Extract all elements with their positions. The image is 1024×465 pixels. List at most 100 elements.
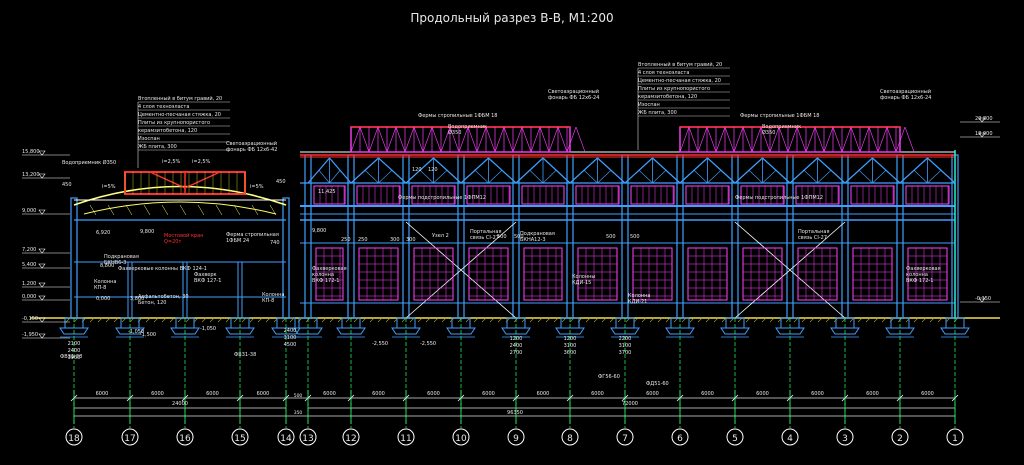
ground-hatch bbox=[625, 317, 631, 323]
ground-hatch bbox=[537, 317, 543, 323]
lantern-diag bbox=[458, 126, 469, 153]
truss-web bbox=[474, 169, 489, 184]
label-col_right_arch: Колонна bbox=[262, 292, 284, 298]
footing-dim: 3100 bbox=[284, 335, 297, 341]
label-portal_1: связь СI-27 bbox=[470, 235, 499, 241]
ground-hatch bbox=[289, 317, 295, 323]
lantern-brace bbox=[149, 171, 186, 189]
ground-hatch bbox=[761, 317, 767, 323]
ground-hatch bbox=[713, 317, 719, 323]
span-dim: 6000 bbox=[646, 391, 659, 397]
label-drain_right: Ø350 bbox=[762, 129, 775, 136]
ground-hatch bbox=[569, 317, 575, 323]
label-crane_beam_mid: БКНА12-3 bbox=[520, 237, 546, 243]
lantern-diag bbox=[575, 126, 586, 153]
truss-web bbox=[803, 169, 818, 184]
truss-web bbox=[318, 169, 330, 184]
axis-bubble bbox=[561, 428, 579, 446]
ground-hatch bbox=[945, 317, 951, 323]
dim-96350: 96350 bbox=[507, 410, 523, 416]
truss-chord bbox=[488, 157, 517, 184]
footing-dim: 2700 bbox=[510, 350, 523, 356]
axis-bubble bbox=[616, 428, 634, 446]
ground-hatch bbox=[217, 317, 223, 323]
lantern-diag bbox=[814, 126, 825, 153]
arch-truss-bottom bbox=[83, 201, 277, 215]
label-crane_beam_mid: Подкрановая bbox=[520, 231, 555, 237]
ground-hatch bbox=[793, 317, 799, 323]
axis-label: 16 bbox=[179, 434, 191, 444]
footing-dim: 1200 bbox=[564, 336, 577, 342]
label-lantern_left: фонарь ФБ 12х6-42 bbox=[226, 147, 277, 153]
axis-label: 8 bbox=[567, 434, 573, 444]
lantern-diag bbox=[539, 126, 550, 153]
lantern-diag bbox=[715, 126, 726, 153]
truss-chord bbox=[762, 157, 791, 184]
ground-hatch bbox=[337, 317, 343, 323]
roof-layer-left: Изоспан bbox=[138, 136, 160, 142]
label-beam: БКНВ6-3 bbox=[104, 260, 126, 266]
axis-label: 5 bbox=[732, 434, 738, 444]
arch-web bbox=[161, 204, 169, 216]
arch-web bbox=[197, 204, 205, 216]
ground-hatch bbox=[689, 317, 695, 323]
truss-chord bbox=[652, 157, 681, 184]
span-dim: 6000 bbox=[323, 391, 336, 397]
ground-hatch bbox=[385, 317, 391, 323]
label-crane: Q=20т bbox=[164, 239, 181, 245]
ground-hatch bbox=[369, 317, 375, 323]
roof-layer-right: Изоспан bbox=[638, 102, 660, 108]
elev-marker bbox=[38, 282, 46, 288]
inner-mark: -1,050 bbox=[200, 326, 216, 332]
main-column bbox=[731, 154, 739, 319]
axis-bubble bbox=[507, 428, 525, 446]
lantern-diag bbox=[530, 126, 541, 153]
lantern-diag bbox=[422, 126, 433, 153]
roof-layer-right: 4 слоя техноэласта bbox=[638, 70, 689, 76]
label-truss_right: Фермы стропильные 1ФБМ 18 bbox=[740, 113, 819, 119]
ground-hatch bbox=[865, 317, 871, 323]
elev-marker bbox=[978, 297, 986, 303]
elev-marker bbox=[978, 132, 986, 138]
arch-web bbox=[143, 204, 151, 216]
lantern-diag bbox=[350, 126, 361, 153]
truss-chord bbox=[460, 157, 489, 184]
elev-marker bbox=[38, 317, 46, 323]
label-facade_small: Фахверк bbox=[194, 272, 217, 278]
main-column bbox=[457, 154, 465, 319]
truss-web bbox=[748, 169, 763, 184]
small-dim: 120 bbox=[428, 167, 438, 173]
elevation-left: -0,150 bbox=[22, 316, 38, 322]
lantern-diag bbox=[904, 126, 915, 153]
label-truss_left: Фермы стропильные 1ФБМ 18 bbox=[418, 113, 497, 119]
elevation-left: 1,200 bbox=[22, 281, 36, 287]
ground-hatch bbox=[409, 317, 415, 323]
ground-hatch bbox=[657, 317, 663, 323]
elevation-left: 5,400 bbox=[22, 262, 36, 268]
roof-layer-right: Цементно-песчаная стяжка, 20 bbox=[638, 78, 721, 84]
footing-dim: 2400 bbox=[284, 328, 297, 334]
truss-chord bbox=[515, 157, 544, 184]
roof-layer-left: керамзитобетона, 120 bbox=[138, 128, 197, 134]
ground-hatch bbox=[225, 317, 231, 323]
drawing-title: Продольный разрез В-В, М1:200 bbox=[410, 11, 613, 25]
ground-hatch bbox=[585, 317, 591, 323]
lantern-diag bbox=[679, 126, 690, 153]
footing-dim: 3600 bbox=[564, 350, 577, 356]
truss-web bbox=[762, 169, 777, 184]
label-subtruss_left: Фермы подстропильные 1ФПМ12 bbox=[398, 195, 486, 201]
main-column bbox=[786, 154, 794, 319]
truss-web bbox=[488, 169, 503, 184]
truss-web bbox=[597, 169, 612, 184]
ground-hatch bbox=[121, 317, 127, 323]
foundation-footing bbox=[665, 327, 695, 335]
ground-hatch bbox=[105, 317, 111, 323]
ground-hatch bbox=[161, 317, 167, 323]
roof-layer-right: керамзитобетона, 120 bbox=[638, 94, 697, 100]
axis-bubble bbox=[781, 428, 799, 446]
subtruss-panel bbox=[575, 185, 620, 205]
label-facade_cols: Фахверковые колонны ВКФ 124-1 bbox=[118, 266, 207, 272]
truss-chord bbox=[624, 157, 653, 184]
roof-layer-right: Плиты из крупнопористого bbox=[638, 86, 710, 92]
label-facade_col_mid: Фахверковая bbox=[312, 266, 347, 272]
